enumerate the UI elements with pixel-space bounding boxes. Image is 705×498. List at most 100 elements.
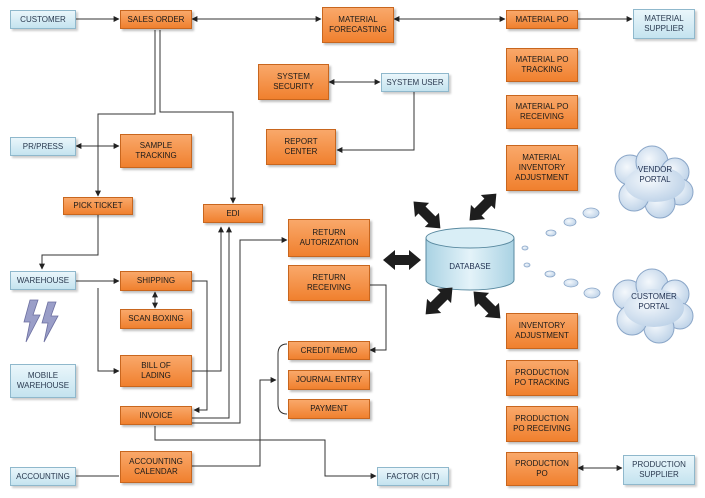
pick-ticket-node: PICK TICKET: [63, 197, 133, 215]
bubble-dot: [544, 270, 556, 278]
pr-press-label: PR/PRESS: [22, 141, 64, 151]
bubble-dot: [582, 207, 600, 219]
accounting-node: ACCOUNTING: [10, 467, 76, 486]
bubble-dot: [583, 287, 601, 299]
production-po-tracking-node: PRODUCTION PO TRACKING: [506, 360, 578, 396]
mobile-warehouse-label: MOBILE WAREHOUSE: [16, 371, 70, 390]
bubble-dot: [563, 217, 577, 227]
production-po-tracking-label: PRODUCTION PO TRACKING: [514, 368, 570, 387]
lightning-icon: [23, 299, 41, 343]
edge-invoice-edi: [192, 226, 232, 419]
sample-tracking-node: SAMPLE TRACKING: [120, 134, 192, 168]
invoice-label: INVOICE: [139, 410, 173, 420]
bubble-dot: [523, 262, 531, 268]
edge-salesorder-pickticket: [95, 30, 156, 197]
bill-of-lading-node: BILL OF LADING: [120, 355, 192, 387]
db-arrow-upleft: [413, 201, 441, 229]
material-forecasting-label: MATERIAL FORECASTING: [329, 15, 387, 34]
edge-salesorder-edi: [159, 30, 236, 204]
payment-node: PAYMENT: [288, 399, 370, 419]
sales-order-node: SALES ORDER: [120, 10, 192, 29]
vendor-portal-cloud: [614, 145, 694, 219]
material-supplier-label: MATERIAL SUPPLIER: [644, 14, 684, 33]
edge-returnrecv-credit: [369, 284, 387, 353]
system-user-label: SYSTEM USER: [386, 77, 444, 87]
database-icon: [425, 227, 515, 291]
sample-tracking-label: SAMPLE TRACKING: [135, 141, 177, 160]
accounting-calendar-node: ACCOUNTING CALENDAR: [120, 451, 192, 483]
pick-ticket-label: PICK TICKET: [73, 201, 123, 210]
inventory-adjustment-node: INVENTORY ADJUSTMENT: [506, 313, 578, 349]
inventory-adjustment-label: INVENTORY ADJUSTMENT: [515, 321, 569, 340]
edge-pickticket-warehouse: [39, 215, 99, 270]
customer-portal-label: CUSTOMER PORTAL: [631, 292, 677, 311]
credit-memo-node: CREDIT MEMO: [288, 341, 370, 360]
material-po-receiving-node: MATERIAL PO RECEIVING: [506, 95, 578, 129]
factor-cit-label: FACTOR (CIT): [386, 471, 440, 481]
production-supplier-label: PRODUCTION SUPPLIER: [632, 460, 686, 479]
material-inventory-adjustment-node: MATERIAL INVENTORY ADJUSTMENT: [506, 145, 578, 191]
edge-user-report: [336, 92, 415, 153]
material-po-tracking-node: MATERIAL PO TRACKING: [506, 48, 578, 82]
invoice-node: INVOICE: [120, 406, 192, 425]
pr-press-node: PR/PRESS: [10, 137, 76, 156]
payment-label: PAYMENT: [310, 404, 348, 413]
material-po-node: MATERIAL PO: [506, 10, 578, 29]
edi-label: EDI: [226, 208, 240, 218]
shipping-node: SHIPPING: [120, 271, 192, 291]
db-arrow-downright: [473, 291, 501, 319]
edge-warehouse-bol: [97, 288, 120, 374]
return-autorization-node: RETURN AUTORIZATION: [288, 219, 370, 257]
report-center-node: REPORT CENTER: [266, 129, 336, 165]
edge-bol-edi: [192, 226, 224, 372]
edi-node: EDI: [203, 204, 263, 223]
edge-shipping-invoice: [192, 280, 208, 413]
db-arrow-downleft: [425, 287, 453, 315]
bubble-dot: [545, 229, 557, 237]
system-user-node: SYSTEM USER: [381, 73, 449, 92]
journal-entry-label: JOURNAL ENTRY: [295, 375, 363, 384]
production-po-label: PRODUCTION PO: [515, 459, 569, 478]
accounting-label: ACCOUNTING: [16, 471, 70, 481]
scan-boxing-node: SCAN BOXING: [120, 309, 192, 329]
db-arrow-upright: [469, 193, 497, 221]
bill-of-lading-label: BILL OF LADING: [141, 361, 171, 380]
return-autorization-label: RETURN AUTORIZATION: [299, 228, 359, 247]
accounting-brace: [277, 343, 288, 415]
edge-invoice-factor: [154, 426, 377, 479]
database-label: DATABASE: [449, 262, 491, 271]
journal-entry-node: JOURNAL ENTRY: [288, 370, 370, 390]
report-center-label: REPORT CENTER: [284, 137, 318, 156]
scan-boxing-label: SCAN BOXING: [128, 314, 184, 323]
return-receiving-node: RETURN RECEIVING: [288, 265, 370, 301]
customer-node: CUSTOMER: [10, 10, 76, 29]
material-inventory-adjustment-label: MATERIAL INVENTORY ADJUSTMENT: [515, 153, 569, 182]
return-receiving-label: RETURN RECEIVING: [306, 273, 351, 292]
edge-invoice-return: [192, 237, 288, 424]
production-po-receiving-node: PRODUCTION PO RECEIVING: [506, 406, 578, 442]
bubble-dot: [563, 278, 579, 288]
vendor-portal-label: VENDOR PORTAL: [637, 165, 673, 184]
system-security-label: SYSTEM SECURITY: [273, 72, 314, 91]
production-po-node: PRODUCTION PO: [506, 452, 578, 486]
lightning-icon: [41, 301, 59, 343]
accounting-calendar-label: ACCOUNTING CALENDAR: [129, 457, 183, 476]
db-arrow-left: [383, 250, 421, 270]
customer-label: CUSTOMER: [20, 14, 66, 24]
warehouse-label: WAREHOUSE: [16, 275, 70, 285]
production-supplier-node: PRODUCTION SUPPLIER: [623, 455, 695, 485]
shipping-label: SHIPPING: [136, 276, 176, 285]
edge-calendar-accounting-group: [192, 377, 277, 467]
material-po-tracking-label: MATERIAL PO TRACKING: [515, 55, 569, 74]
material-po-label: MATERIAL PO: [515, 14, 569, 24]
material-forecasting-node: MATERIAL FORECASTING: [322, 7, 394, 43]
production-po-receiving-label: PRODUCTION PO RECEIVING: [513, 414, 571, 433]
bubble-dot: [521, 245, 529, 251]
credit-memo-label: CREDIT MEMO: [300, 345, 358, 355]
material-po-receiving-label: MATERIAL PO RECEIVING: [515, 102, 569, 121]
mobile-warehouse-node: MOBILE WAREHOUSE: [10, 364, 76, 398]
system-security-node: SYSTEM SECURITY: [258, 64, 329, 100]
sales-order-label: SALES ORDER: [127, 14, 185, 24]
